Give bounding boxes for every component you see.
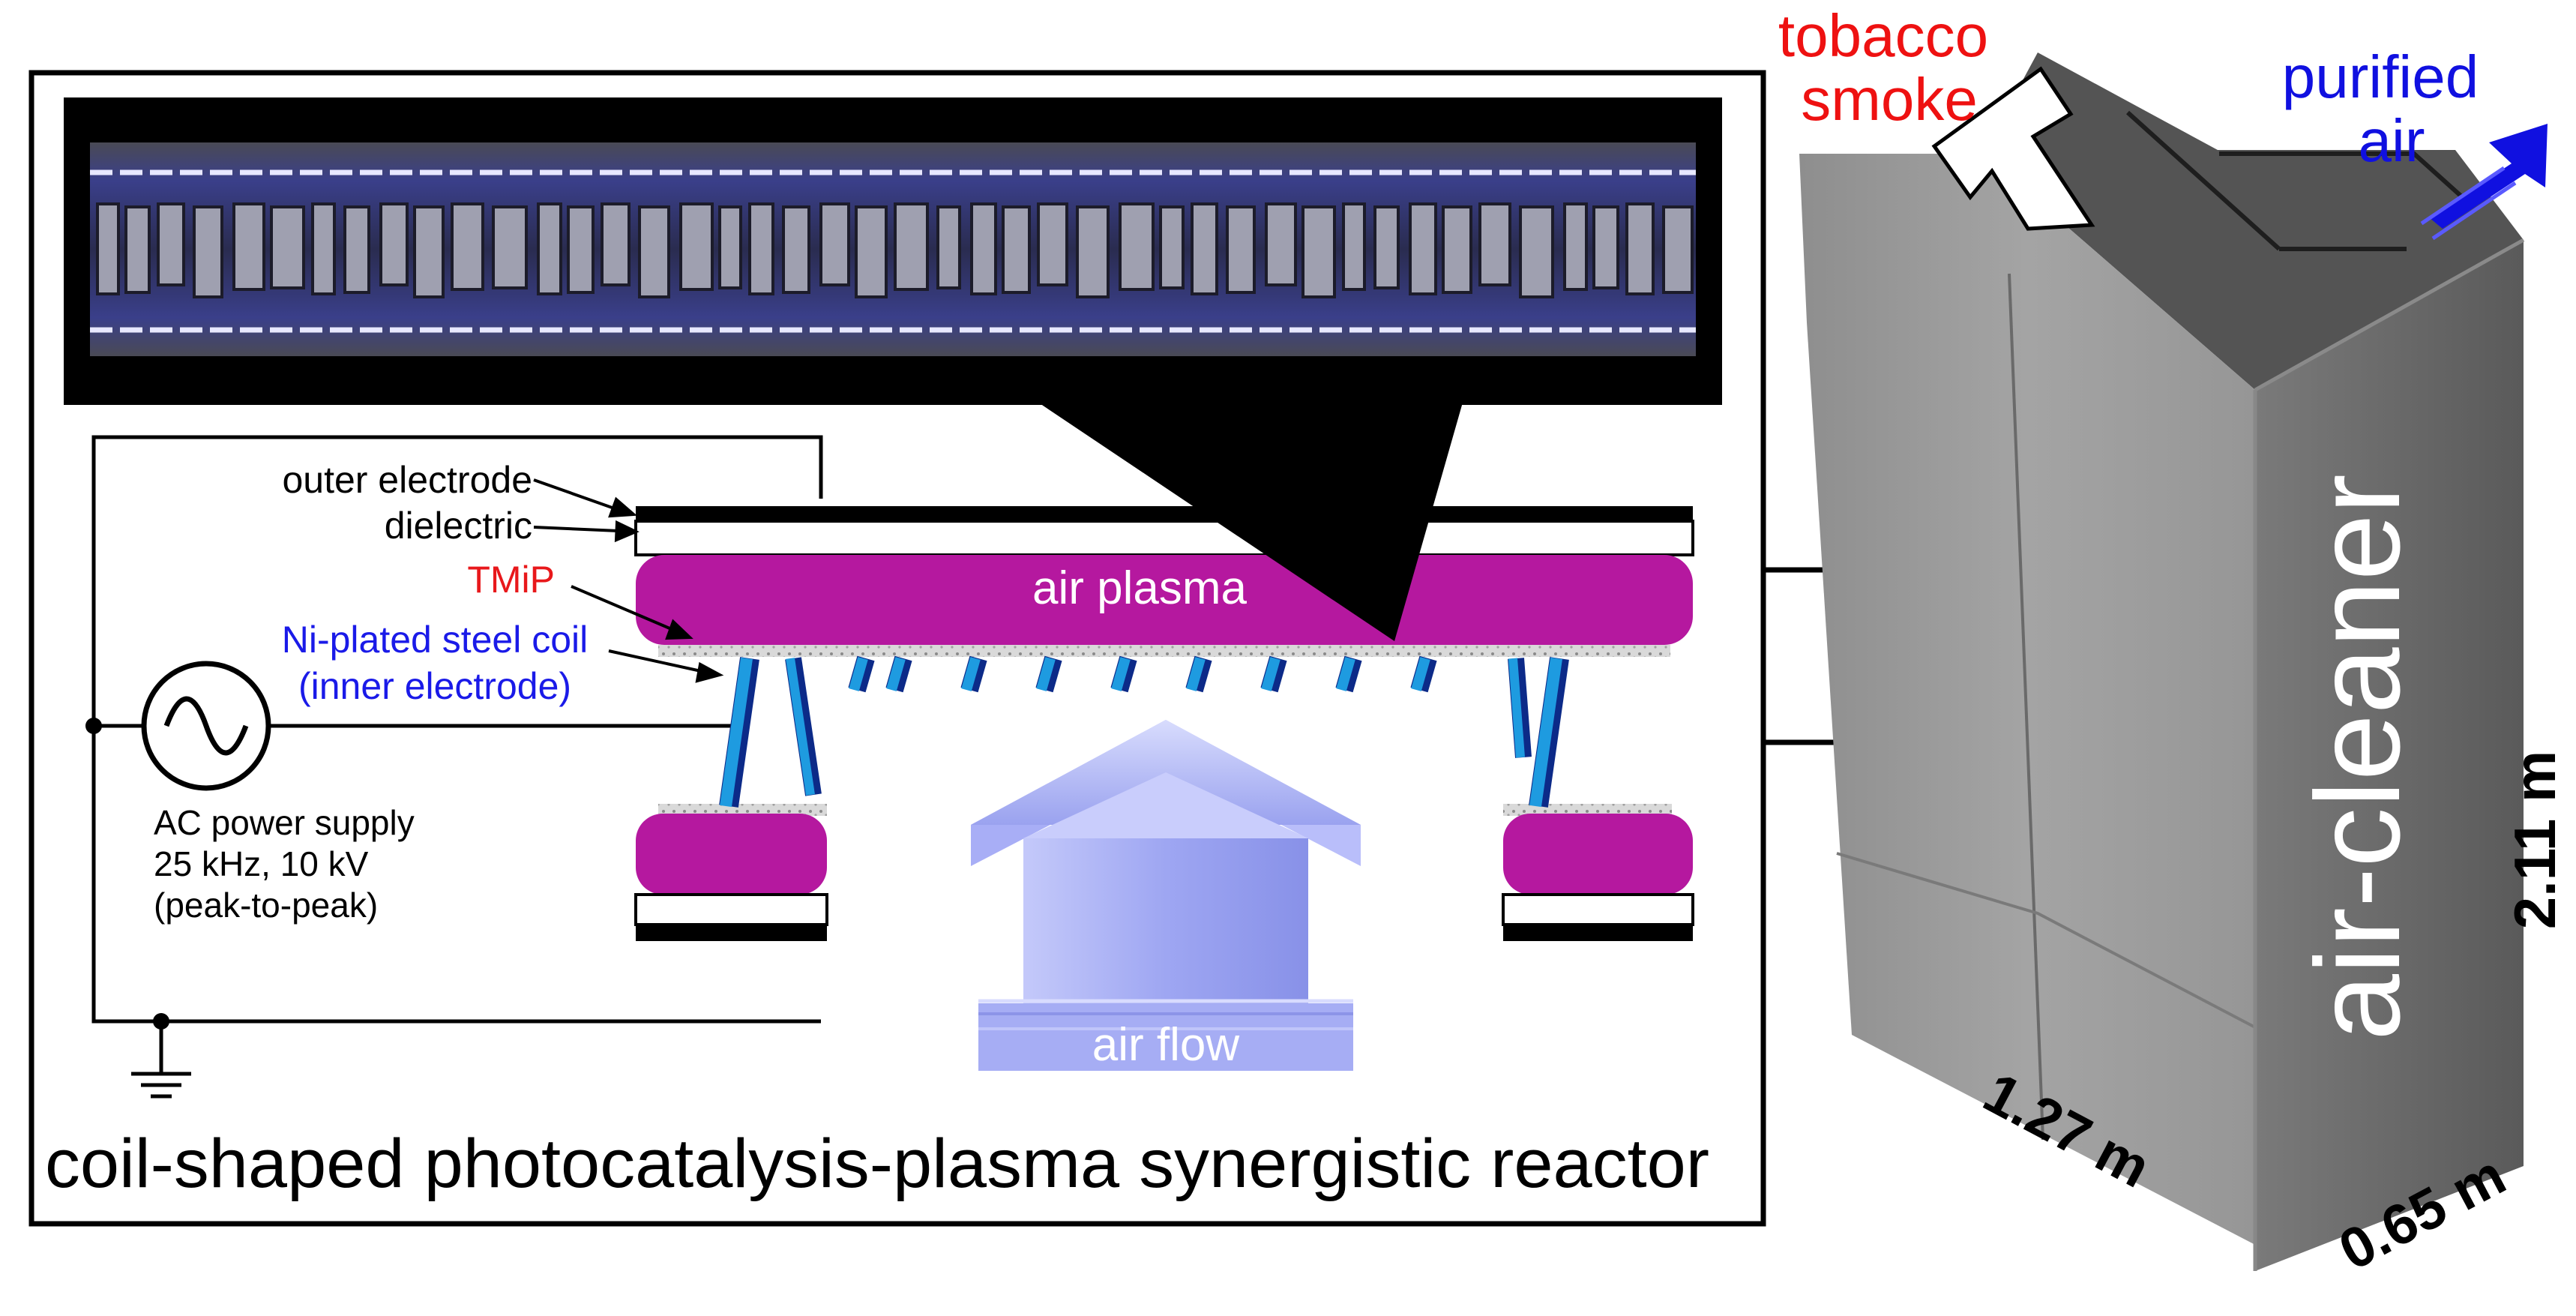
coil-turn-photo bbox=[537, 202, 562, 295]
air-flow-arrow bbox=[971, 720, 1361, 1071]
coil-turn-photo bbox=[270, 205, 305, 289]
arrow-down-icon bbox=[1931, 66, 2095, 231]
power-supply-spec: 25 kHz, 10 kV bbox=[154, 844, 369, 883]
coil-turn-photo bbox=[567, 205, 595, 294]
air-plasma-label: air plasma bbox=[1032, 562, 1248, 614]
coil-turn-photo bbox=[492, 205, 528, 289]
coil-turn-photo bbox=[1592, 205, 1619, 289]
coil-turn-photo bbox=[1662, 205, 1694, 294]
coil-turn-photo bbox=[1409, 202, 1437, 295]
coil-turn-photo bbox=[379, 202, 409, 286]
dielectric-top bbox=[634, 520, 1694, 556]
dimension-height: 2.11 m bbox=[2502, 751, 2568, 930]
tobacco-smoke-label-line2: smoke bbox=[1801, 66, 1978, 133]
coil-turn-highlight bbox=[786, 658, 815, 796]
coil-turn-photo bbox=[343, 205, 370, 294]
coil-turn-photo bbox=[413, 205, 445, 298]
coil-turn-photo bbox=[1625, 202, 1655, 295]
tobacco-smoke-label-line1: tobacco bbox=[1778, 2, 1988, 69]
reactor-caption: coil-shaped photocatalysis-plasma synerg… bbox=[45, 1126, 1709, 1202]
coil-turn-photo bbox=[748, 202, 774, 295]
coil-turn-photo bbox=[96, 202, 120, 295]
leader-lines bbox=[533, 478, 724, 683]
coil-turn-photo bbox=[157, 202, 185, 286]
coil-turn-photo bbox=[819, 202, 850, 286]
coil-turn-photo bbox=[1478, 202, 1511, 286]
power-supply-label: AC power supply bbox=[154, 803, 415, 842]
ground-icon bbox=[131, 1021, 191, 1099]
cabinet-top-face bbox=[1983, 52, 2524, 390]
coil-turns-in-photo bbox=[96, 202, 1694, 298]
coil-turn-photo bbox=[1301, 205, 1336, 298]
coil-turn-photo bbox=[894, 202, 929, 291]
coil-label-line2: (inner electrode) bbox=[298, 665, 571, 707]
reactor-panel: outer electrode dielectric TMiP Ni-plate… bbox=[28, 70, 1766, 1227]
reactor-bottom-right bbox=[1502, 804, 1694, 941]
outer-electrode-label: outer electrode bbox=[282, 459, 532, 501]
cabinet-side-face bbox=[2255, 240, 2524, 1271]
coil-turn-photo bbox=[1519, 205, 1554, 298]
coil-turn-highlight bbox=[1336, 657, 1355, 691]
coil-turn-photo bbox=[782, 205, 810, 294]
air-cleaner-label: air-cleaner bbox=[2290, 474, 2425, 1041]
air-flow-label: air flow bbox=[1092, 1019, 1240, 1071]
tmip-label: TMiP bbox=[467, 559, 555, 601]
coil-turn-photo bbox=[718, 205, 742, 289]
coil-turn-highlight bbox=[1529, 657, 1562, 808]
coil-turn-photo bbox=[232, 202, 265, 291]
coil-turn-highlight bbox=[1411, 657, 1430, 691]
circuit-junction bbox=[85, 718, 102, 734]
coil-turn-photo bbox=[855, 205, 888, 298]
dielectric-label: dielectric bbox=[385, 505, 532, 547]
coil-turn-highlight bbox=[886, 657, 906, 691]
coil-turn-photo bbox=[970, 202, 997, 295]
ac-source-icon bbox=[141, 661, 271, 791]
coil-turn-photo bbox=[601, 202, 631, 286]
purified-air-label-line2: air bbox=[2359, 107, 2425, 174]
coil-turn-photo bbox=[679, 202, 714, 291]
purified-air-label-line1: purified bbox=[2282, 43, 2479, 110]
coil-turn-photo bbox=[1373, 205, 1400, 289]
air-cleaner-cabinet bbox=[1799, 52, 2525, 1271]
coil-turn-photo bbox=[1002, 205, 1031, 294]
outer-electrode-top bbox=[636, 506, 1693, 521]
coil-turn-photo bbox=[1076, 205, 1110, 298]
coil-turn-photo bbox=[1226, 205, 1256, 294]
coil-turn-highlight bbox=[1186, 657, 1206, 691]
coil-turn-photo bbox=[1342, 202, 1366, 291]
coil-turn-photo bbox=[1037, 202, 1068, 286]
coil-turn-photo bbox=[638, 205, 670, 298]
air-plasma-region bbox=[636, 555, 1693, 645]
coil-turn-highlight bbox=[1111, 657, 1131, 691]
coil-turn-highlight bbox=[720, 657, 753, 808]
coil-turn-highlight bbox=[1261, 657, 1281, 691]
reactor-bottom-left bbox=[634, 804, 828, 941]
coil-turn-photo bbox=[936, 205, 961, 289]
coil-turn-highlight bbox=[1036, 657, 1056, 691]
coil-turn-highlight bbox=[849, 657, 868, 691]
reactor-top-section bbox=[634, 405, 1694, 657]
power-supply-note: (peak-to-peak) bbox=[154, 886, 378, 925]
coil-inner-electrode bbox=[719, 655, 1569, 808]
plasma-photo bbox=[64, 97, 1722, 405]
coil-turn-highlight bbox=[961, 657, 981, 691]
coil-turn-photo bbox=[1191, 202, 1218, 295]
coil-turn-photo bbox=[124, 205, 151, 294]
coil-label-line1: Ni-plated steel coil bbox=[282, 619, 589, 661]
coil-turn-photo bbox=[451, 202, 484, 291]
coil-turn-photo bbox=[1442, 205, 1472, 294]
coil-turn-photo bbox=[1563, 202, 1588, 291]
coil-turn-photo bbox=[1265, 202, 1297, 286]
coil-turn-photo bbox=[193, 205, 223, 298]
inner-dielectric-top bbox=[658, 645, 1670, 657]
arrow-up-right-icon bbox=[2420, 124, 2548, 241]
coil-turn-highlight bbox=[1508, 658, 1525, 758]
coil-turn-photo bbox=[1119, 202, 1155, 291]
coil-turn-photo bbox=[1159, 205, 1185, 289]
coil-turn-photo bbox=[311, 202, 336, 295]
